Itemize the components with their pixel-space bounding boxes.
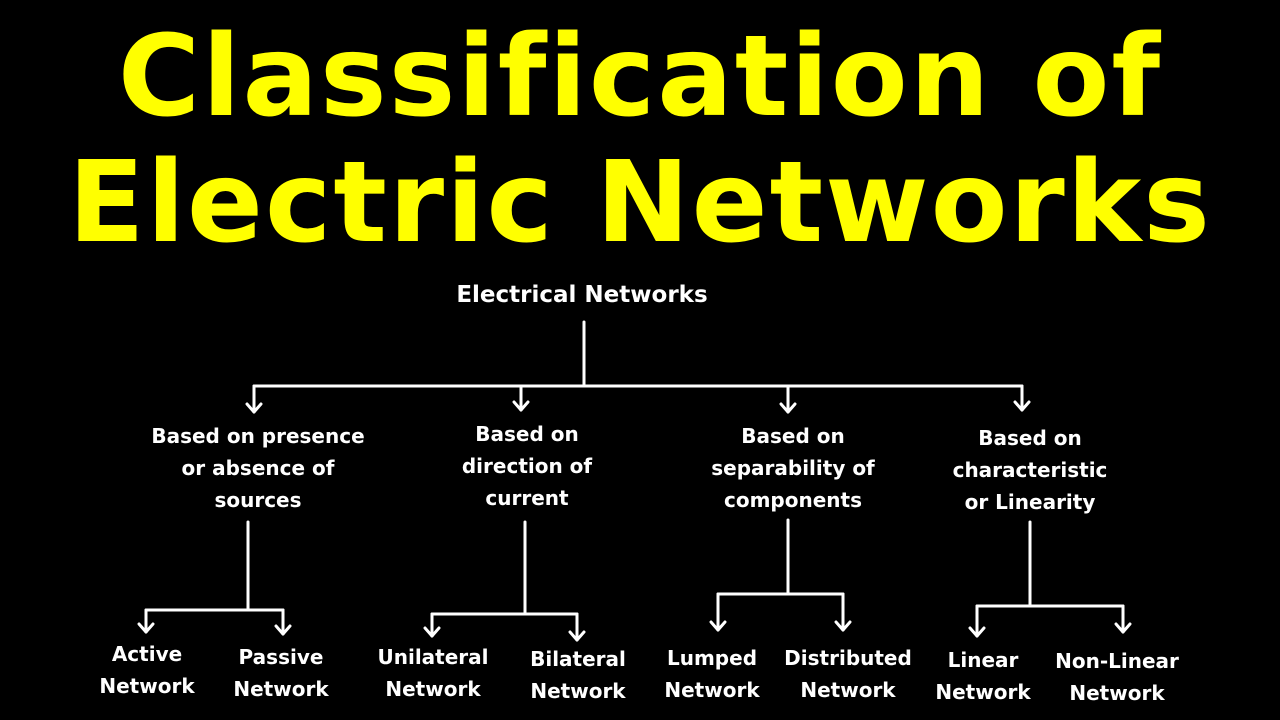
arrow-down-icon [245, 384, 263, 414]
title-line-1: Classification of [117, 12, 1163, 142]
leaf-unilateral-network: Unilateral Network [377, 645, 489, 701]
category-node-linearity: Based on characteristic or Linearity [952, 426, 1108, 514]
title-line-2: Electric Networks [68, 138, 1212, 268]
leaf-active-network: Active Network [99, 642, 195, 698]
arrow-down-icon [512, 384, 530, 412]
arrow-down-icon [968, 604, 986, 638]
arrow-down-icon [1013, 384, 1031, 412]
arrow-down-icon [423, 612, 441, 638]
arrow-down-icon [137, 608, 155, 634]
arrow-down-icon [568, 612, 586, 642]
arrow-down-icon [709, 592, 727, 632]
leaf-linear-network: Linear Network [935, 648, 1031, 704]
category-node-sources: Based on presence or absence of sources [151, 424, 365, 512]
arrow-down-icon [274, 608, 292, 636]
root-node: Electrical Networks [456, 282, 708, 308]
category-node-separability: Based on separability of components [711, 424, 875, 512]
leaf-lumped-network: Lumped Network [664, 646, 760, 702]
leaf-distributed-network: Distributed Network [784, 646, 912, 702]
leaf-passive-network: Passive Network [233, 645, 329, 701]
arrow-down-icon [779, 384, 797, 414]
arrow-down-icon [834, 592, 852, 632]
leaf-bilateral-network: Bilateral Network [530, 647, 626, 703]
arrow-down-icon [1114, 604, 1132, 634]
leaf-non-linear-network: Non-Linear Network [1055, 649, 1179, 705]
category-node-direction: Based on direction of current [461, 422, 593, 510]
